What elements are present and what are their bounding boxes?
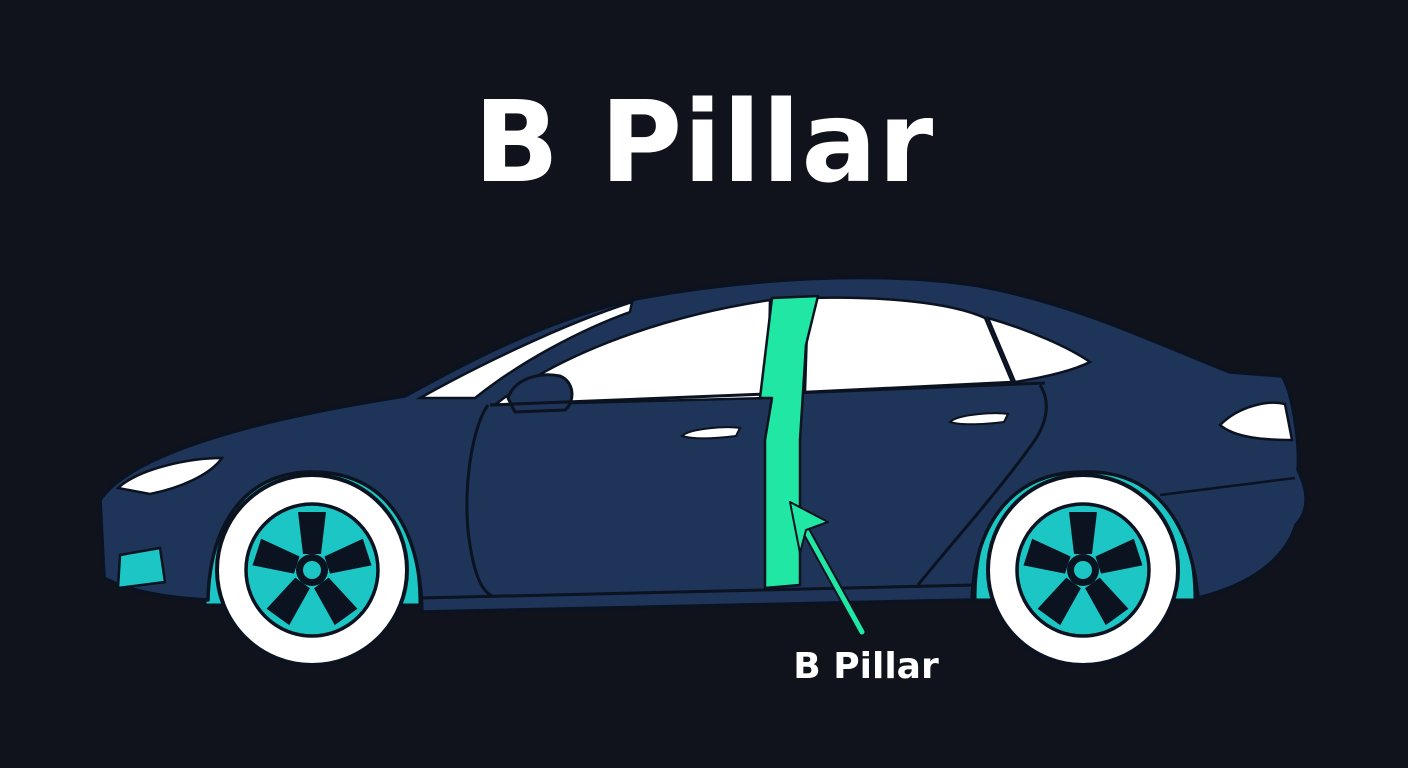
taillight [1218, 401, 1294, 442]
front-wheel [215, 473, 409, 667]
arrowhead-icon [789, 501, 829, 554]
callout-arrow [789, 501, 867, 637]
rear-door-outline [916, 384, 1048, 586]
rear-door-handle [948, 412, 1010, 426]
headlight [115, 456, 225, 496]
rear-wheel [986, 473, 1180, 667]
front-wheel-spokes [252, 512, 372, 626]
rear-wheel-hub [1074, 561, 1092, 579]
sill-line [419, 583, 976, 600]
windshield [415, 300, 634, 400]
front-wheel-hub [303, 561, 321, 579]
door-handles [680, 412, 1010, 440]
rear-bumper-line [1159, 476, 1296, 497]
front-door-handle [680, 426, 742, 440]
b-pillar [758, 294, 820, 590]
front-door-outline [465, 404, 493, 598]
rear-wheel-spokes [1023, 512, 1143, 626]
callout-label: B Pillar [793, 646, 939, 687]
rear-side-window [803, 296, 1014, 394]
fog-light [116, 546, 167, 590]
page-title: B Pillar [473, 78, 935, 208]
quarter-window [985, 316, 1093, 384]
